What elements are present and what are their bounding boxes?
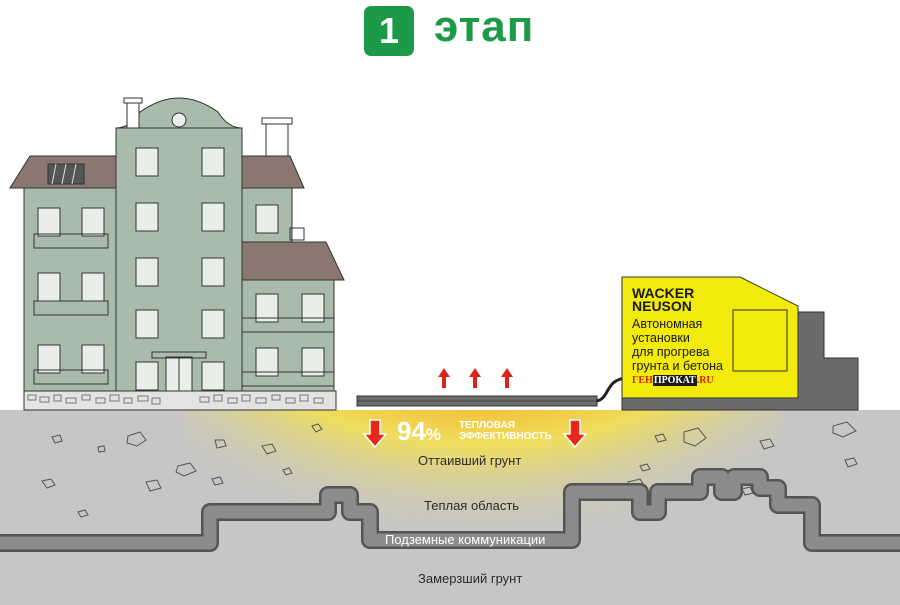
- zone-frozen-label: Замерзший грунт: [418, 571, 523, 586]
- genprokat-brand: ГЕНПРОКАТ.RU: [632, 375, 714, 386]
- heat-percent-number: 94: [397, 416, 426, 446]
- zone-utilities-label: Подземные коммуникации: [385, 532, 546, 547]
- heating-unit: [621, 276, 859, 411]
- building: [9, 97, 345, 411]
- heat-label-line2: ЭФФЕКТИВНОСТЬ: [459, 431, 552, 442]
- heat-percent-sign: %: [425, 425, 442, 444]
- brand-right: .RU: [696, 375, 714, 386]
- wacker-neuson-logo: WACKER NEUSON: [632, 285, 695, 314]
- zone-warm-label: Теплая область: [424, 498, 520, 513]
- heat-efficiency-value: 94%: [397, 416, 441, 447]
- unit-desc-line3: для прогрева: [632, 345, 710, 359]
- heating-hose: [596, 376, 627, 403]
- heat-up-arrows: [438, 368, 513, 388]
- heat-label-line1: ТЕПЛОВАЯ: [459, 420, 515, 431]
- logo-line1: WACKER: [632, 285, 695, 301]
- unit-desc-line1: Автономная: [632, 317, 703, 331]
- unit-desc-line2: установки: [632, 331, 690, 345]
- zone-thawed-label: Оттаивший грунт: [418, 453, 522, 468]
- logo-line2: NEUSON: [632, 298, 692, 314]
- unit-description: Автономная установки для прогрева грунта…: [632, 317, 723, 373]
- brand-left: ГЕН: [632, 375, 653, 386]
- brand-mid: ПРОКАТ: [652, 375, 697, 386]
- unit-desc-line4: грунта и бетона: [632, 359, 723, 373]
- stage-number-badge: 1: [364, 6, 414, 56]
- heat-efficiency-label: ТЕПЛОВАЯ ЭФФЕКТИВНОСТЬ: [459, 420, 552, 442]
- heat-down-arrows: [362, 419, 588, 449]
- heat-zone: [182, 410, 782, 605]
- stage-label: этап: [434, 2, 535, 51]
